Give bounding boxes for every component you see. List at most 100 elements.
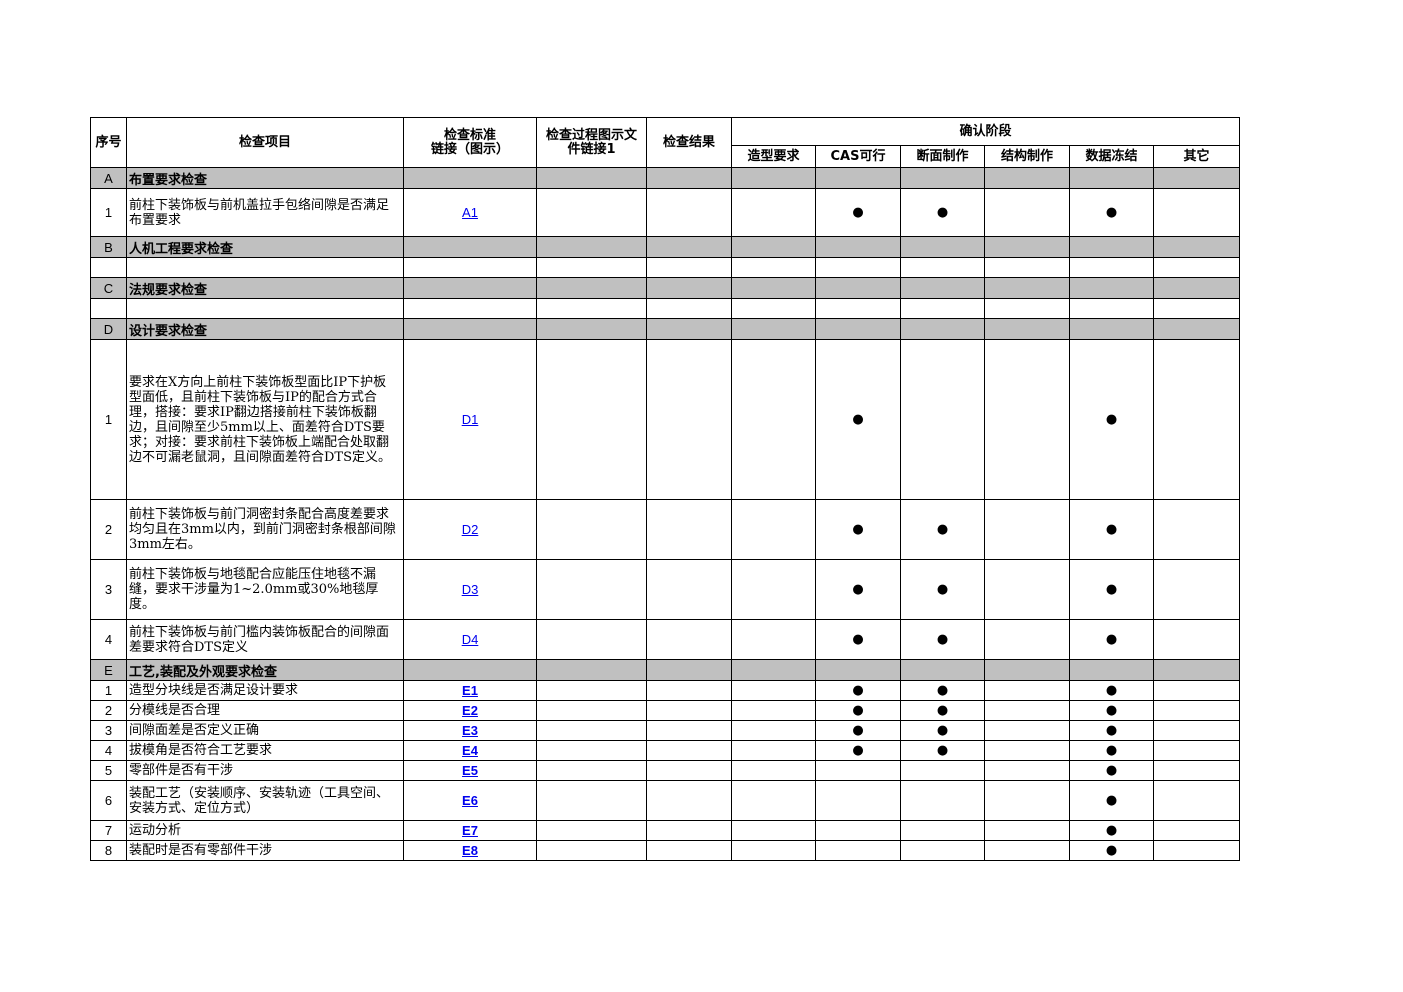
stage-mark-cell xyxy=(731,700,816,721)
row-result-cell[interactable] xyxy=(646,720,732,741)
row-result-cell[interactable] xyxy=(646,619,732,660)
row-standard-link-cell: E7 xyxy=(403,820,537,841)
empty-cell xyxy=(1069,298,1154,319)
stage-mark-cell: ● xyxy=(900,740,985,761)
section-blank-cell xyxy=(731,236,816,258)
row-process-link-cell[interactable] xyxy=(536,760,647,781)
row-check-item: 拔模角是否符合工艺要求 xyxy=(126,740,404,761)
row-check-item: 前柱下装饰板与前门槛内装饰板配合的间隙面差要求符合DTS定义 xyxy=(126,619,404,660)
empty-cell xyxy=(646,257,732,278)
standard-link[interactable]: E7 xyxy=(462,823,478,838)
header-seq: 序号 xyxy=(90,117,127,168)
section-title: 布置要求检查 xyxy=(126,167,404,189)
stage-mark-cell xyxy=(984,760,1070,781)
standard-link[interactable]: A1 xyxy=(462,205,478,220)
stage-mark-cell: ● xyxy=(1069,840,1154,861)
row-process-link-cell[interactable] xyxy=(536,700,647,721)
row-process-link-cell[interactable] xyxy=(536,339,647,500)
section-blank-cell xyxy=(646,277,732,299)
row-process-link-cell[interactable] xyxy=(536,680,647,701)
stage-mark-cell xyxy=(900,760,985,781)
stage-mark-cell: ● xyxy=(900,559,985,620)
stage-confirm-mark: ● xyxy=(1105,843,1118,858)
standard-link[interactable]: E8 xyxy=(462,843,478,858)
standard-link[interactable]: E5 xyxy=(462,763,478,778)
row-process-link-cell[interactable] xyxy=(536,820,647,841)
section-blank-cell xyxy=(536,236,647,258)
row-result-cell[interactable] xyxy=(646,559,732,620)
section-blank-cell xyxy=(403,236,537,258)
row-result-cell[interactable] xyxy=(646,820,732,841)
standard-link[interactable]: D4 xyxy=(461,632,479,647)
stage-confirm-mark: ● xyxy=(1105,205,1118,220)
section-blank-cell xyxy=(1152,167,1241,189)
section-blank-cell xyxy=(403,167,537,189)
row-standard-link-cell: A1 xyxy=(403,188,537,237)
row-seq: 5 xyxy=(90,760,127,781)
section-title: 工艺,装配及外观要求检查 xyxy=(126,659,404,681)
row-process-link-cell[interactable] xyxy=(536,720,647,741)
empty-cell xyxy=(403,298,537,319)
header-process-line1: 检查过程图示文 xyxy=(545,127,637,143)
section-blank-cell xyxy=(646,236,732,258)
row-result-cell[interactable] xyxy=(646,499,732,560)
standard-link[interactable]: E1 xyxy=(462,683,478,698)
stage-mark-cell xyxy=(984,840,1070,861)
row-process-link-cell[interactable] xyxy=(536,840,647,861)
section-blank-cell xyxy=(900,318,985,340)
stage-confirm-mark: ● xyxy=(1105,703,1118,718)
stage-mark-cell xyxy=(984,820,1070,841)
stage-mark-cell: ● xyxy=(1069,680,1154,701)
row-result-cell[interactable] xyxy=(646,840,732,861)
standard-link[interactable]: D1 xyxy=(461,412,479,427)
section-blank-cell xyxy=(984,318,1070,340)
stage-mark-cell xyxy=(1152,720,1241,741)
standard-link[interactable]: D3 xyxy=(461,582,479,597)
empty-cell xyxy=(984,257,1070,278)
row-process-link-cell[interactable] xyxy=(536,780,647,821)
stage-mark-cell xyxy=(900,339,985,500)
standard-link[interactable]: E3 xyxy=(462,723,478,738)
standard-link[interactable]: E6 xyxy=(462,793,478,808)
section-blank-cell xyxy=(984,277,1070,299)
standard-link[interactable]: E2 xyxy=(462,703,478,718)
stage-mark-cell xyxy=(984,339,1070,500)
section-blank-cell xyxy=(815,659,901,681)
stage-mark-cell xyxy=(731,499,816,560)
row-process-link-cell[interactable] xyxy=(536,188,647,237)
section-blank-cell xyxy=(1152,659,1241,681)
row-result-cell[interactable] xyxy=(646,700,732,721)
row-result-cell[interactable] xyxy=(646,760,732,781)
section-blank-cell xyxy=(900,659,985,681)
header-standard-line2: 链接（图示） xyxy=(430,141,509,157)
empty-cell xyxy=(984,298,1070,319)
row-standard-link-cell: D3 xyxy=(403,559,537,620)
stage-confirm-mark: ● xyxy=(1105,723,1118,738)
row-result-cell[interactable] xyxy=(646,339,732,500)
row-result-cell[interactable] xyxy=(646,188,732,237)
row-process-link-cell[interactable] xyxy=(536,740,647,761)
standard-link[interactable]: E4 xyxy=(462,743,478,758)
stage-mark-cell: ● xyxy=(1069,188,1154,237)
row-check-item: 分模线是否合理 xyxy=(126,700,404,721)
row-process-link-cell[interactable] xyxy=(536,499,647,560)
stage-mark-cell xyxy=(1152,559,1241,620)
section-blank-cell xyxy=(1069,236,1154,258)
empty-cell xyxy=(646,298,732,319)
stage-mark-cell xyxy=(1152,780,1241,821)
row-result-cell[interactable] xyxy=(646,780,732,821)
stage-mark-cell xyxy=(984,559,1070,620)
row-result-cell[interactable] xyxy=(646,740,732,761)
row-process-link-cell[interactable] xyxy=(536,559,647,620)
stage-mark-cell: ● xyxy=(900,700,985,721)
section-blank-cell xyxy=(1069,277,1154,299)
row-result-cell[interactable] xyxy=(646,680,732,701)
row-process-link-cell[interactable] xyxy=(536,619,647,660)
stage-confirm-mark: ● xyxy=(852,522,864,537)
stage-mark-cell xyxy=(1152,820,1241,841)
standard-link[interactable]: D2 xyxy=(461,522,479,537)
section-blank-cell xyxy=(403,277,537,299)
stage-confirm-mark: ● xyxy=(936,632,949,647)
